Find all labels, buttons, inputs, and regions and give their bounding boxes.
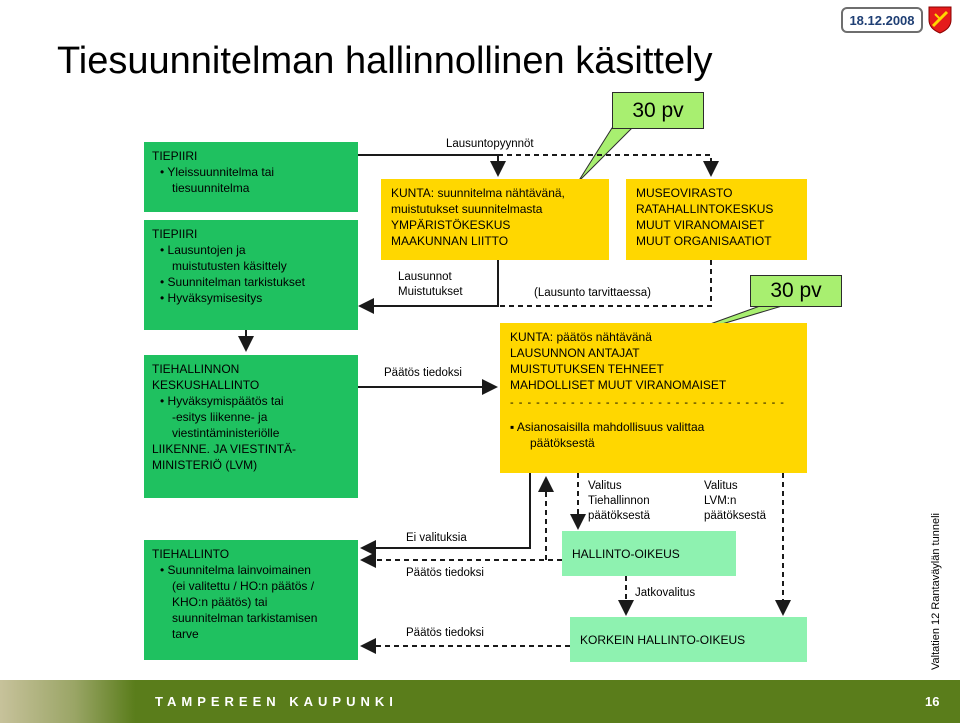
box-line: MUISTUTUKSEN TEHNEET bbox=[510, 362, 664, 376]
edge-label-line: päätöksestä bbox=[704, 510, 767, 522]
box-tiepiiri-kasittely: TIEPIIRI • Lausuntojen ja muistutusten k… bbox=[144, 220, 358, 330]
box-line: KHO:n päätös) tai bbox=[172, 595, 268, 609]
edge-label-paatos-tiedoksi-1: Päätös tiedoksi bbox=[384, 367, 462, 379]
callout-30pv-first: 30 pv bbox=[612, 92, 704, 129]
box-title: TIEPIIRI bbox=[152, 149, 198, 163]
box-line: muistutusten käsittely bbox=[172, 259, 287, 273]
edge-label-line: Tiehallinnon bbox=[588, 495, 650, 507]
box-korkein-hallinto-oikeus: KORKEIN HALLINTO-OIKEUS bbox=[570, 617, 807, 662]
box-line: MAAKUNNAN LIITTO bbox=[391, 234, 509, 248]
edge-label-jatkovalitus: Jatkovalitus bbox=[635, 587, 696, 599]
box-line: tiesuunnitelma bbox=[172, 181, 250, 195]
box-line: KESKUSHALLINTO bbox=[152, 378, 260, 392]
box-line: (ei valitettu / HO:n päätös / bbox=[172, 579, 315, 593]
box-line: KUNTA: suunnitelma nähtävänä, bbox=[391, 186, 565, 200]
box-line: MUUT ORGANISAATIOT bbox=[636, 234, 772, 248]
box-line: KUNTA: päätös nähtävänä bbox=[510, 330, 652, 344]
edge-label-lausunnot: Lausunnot Muistutukset bbox=[398, 270, 463, 300]
box-line: • Suunnitelman tarkistukset bbox=[160, 275, 305, 289]
footer-organization: TAMPEREEN KAUPUNKI bbox=[155, 694, 398, 709]
box-separator: - - - - - - - - - - - - - - - - - - - - … bbox=[510, 397, 785, 409]
box-line: • Lausuntojen ja bbox=[160, 243, 246, 257]
box-tiehallinto: TIEHALLINTO • Suunnitelma lainvoimainen … bbox=[144, 540, 358, 660]
box-line: MAHDOLLISET MUUT VIRANOMAISET bbox=[510, 378, 727, 392]
box-line: LAUSUNNON ANTAJAT bbox=[510, 346, 640, 360]
box-line: • Yleissuunnitelma tai bbox=[160, 165, 275, 179]
callout-30pv-second: 30 pv bbox=[750, 275, 842, 307]
edge-label-line: Lausunnot bbox=[398, 271, 452, 283]
edge-label-valitus-tiehallinnon: Valitus Tiehallinnon päätöksestä bbox=[588, 479, 650, 524]
box-keskushallinto: TIEHALLINNON KESKUSHALLINTO • Hyväksymis… bbox=[144, 355, 358, 498]
box-line: suunnitelman tarkistamisen bbox=[172, 611, 318, 625]
edge-label-paatos-tiedoksi-3: Päätös tiedoksi bbox=[406, 627, 484, 639]
page-title: Tiesuunnitelman hallinnollinen käsittely bbox=[57, 40, 713, 82]
box-line: muistutukset suunnitelmasta bbox=[391, 202, 543, 216]
box-kunta-nahtavana: KUNTA: suunnitelma nähtävänä, muistutuks… bbox=[381, 179, 609, 260]
edge-label-valitus-lvm: Valitus LVM:n päätöksestä bbox=[704, 479, 766, 524]
sidebar-caption: Valtatien 12 Rantaväylän tunneli bbox=[922, 470, 958, 670]
box-line: TIEHALLINNON bbox=[152, 362, 240, 376]
edge-label-line: päätöksestä bbox=[588, 510, 651, 522]
box-line: YMPÄRISTÖKESKUS bbox=[391, 218, 511, 232]
sidebar-caption-text: Valtatien 12 Rantaväylän tunneli bbox=[930, 513, 942, 670]
box-line: • Hyväksymisesitys bbox=[160, 291, 263, 305]
date-badge: 18.12.2008 bbox=[841, 7, 923, 33]
edge-label-line: LVM:n bbox=[704, 495, 737, 507]
box-museovirasto: MUSEOVIRASTO RATAHALLINTOKESKUS MUUT VIR… bbox=[626, 179, 807, 260]
box-hallinto-oikeus: HALLINTO-OIKEUS bbox=[562, 531, 736, 576]
box-bullet: päätöksestä bbox=[530, 436, 595, 450]
edge-label-lausuntopyynnot: Lausuntopyynnöt bbox=[446, 138, 534, 150]
box-line: -esitys liikenne- ja bbox=[172, 410, 268, 424]
edge-label-paatos-tiedoksi-2: Päätös tiedoksi bbox=[406, 567, 484, 579]
footer-image bbox=[0, 680, 135, 723]
box-title: TIEPIIRI bbox=[152, 227, 198, 241]
edge-label-line: Muistutukset bbox=[398, 286, 463, 298]
box-line: MUSEOVIRASTO bbox=[636, 186, 733, 200]
box-line: • Suunnitelma lainvoimainen bbox=[160, 563, 311, 577]
footer-bar bbox=[0, 680, 960, 723]
box-title: TIEHALLINTO bbox=[152, 547, 230, 561]
edge-label-line: Valitus bbox=[704, 480, 738, 492]
page-number: 16 bbox=[925, 694, 940, 709]
box-line: LIIKENNE. JA VIESTINTÄ- bbox=[152, 442, 297, 456]
box-bullet: ▪ Asianosaisilla mahdollisuus valittaa bbox=[510, 420, 705, 434]
box-line: • Hyväksymispäätös tai bbox=[160, 394, 284, 408]
coat-of-arms-icon bbox=[928, 6, 952, 34]
box-kunta-paatos: KUNTA: päätös nähtävänä LAUSUNNON ANTAJA… bbox=[500, 323, 807, 473]
edge-label-ei-valituksia: Ei valituksia bbox=[406, 532, 467, 544]
edge-label-line: Valitus bbox=[588, 480, 622, 492]
box-line: MUUT VIRANOMAISET bbox=[636, 218, 765, 232]
box-line: MINISTERIÖ (LVM) bbox=[152, 458, 258, 472]
box-tiepiiri-suunnitelma: TIEPIIRI • Yleissuunnitelma tai tiesuunn… bbox=[144, 142, 358, 212]
box-line: RATAHALLINTOKESKUS bbox=[636, 202, 774, 216]
edge-label-lausunto-tarvittaessa: (Lausunto tarvittaessa) bbox=[534, 287, 651, 299]
box-line: tarve bbox=[172, 627, 199, 641]
box-line: viestintäministeriölle bbox=[172, 426, 280, 440]
